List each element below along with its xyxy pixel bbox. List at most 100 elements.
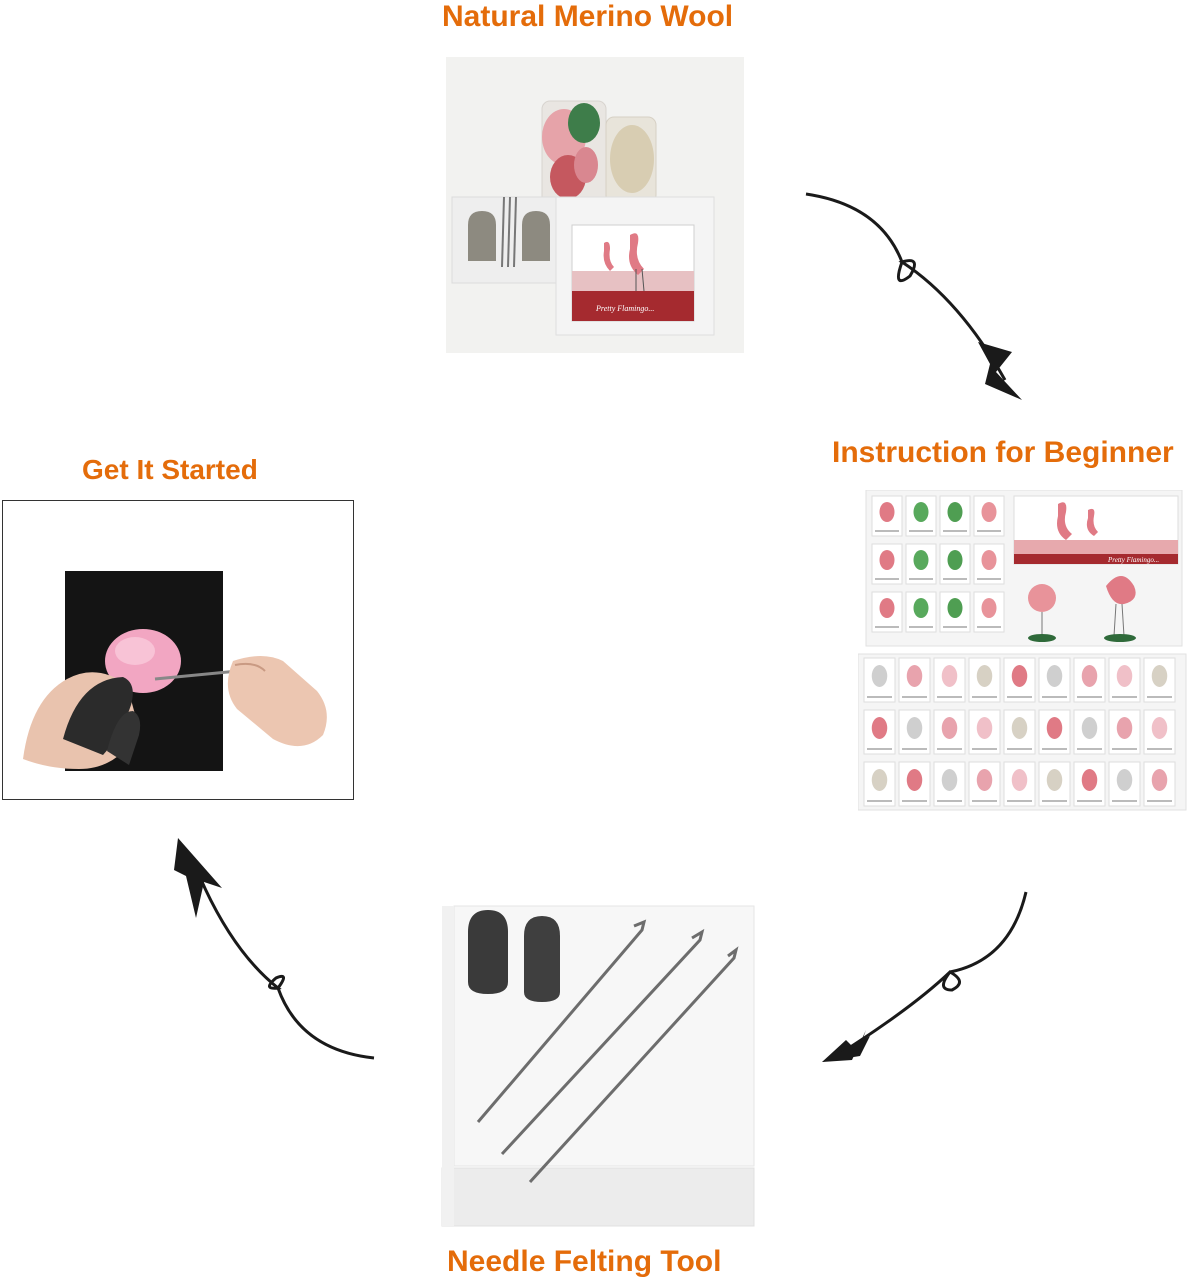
booklet-step-image xyxy=(981,550,997,570)
booklet-step-caption xyxy=(902,696,927,698)
booklet-step-caption xyxy=(1112,696,1137,698)
wool-bag-beige xyxy=(605,116,657,204)
arrow-instruction-to-tool xyxy=(822,891,1028,1062)
wool-kit-photo: Pretty Flamingo... xyxy=(446,57,744,353)
booklet-step-caption xyxy=(937,696,962,698)
booklet-step-image xyxy=(906,717,923,739)
booklet-step-image xyxy=(976,769,993,791)
booklet-step-image xyxy=(1151,769,1168,791)
booklet-step-caption xyxy=(977,530,1001,532)
booklet-step-image xyxy=(941,717,958,739)
arrow-tool-to-start xyxy=(174,838,375,1060)
booklet-step-caption xyxy=(902,748,927,750)
booklet-step-image xyxy=(871,665,888,687)
booklet-step-caption xyxy=(1007,800,1032,802)
booklet-step-image xyxy=(1081,717,1098,739)
get-started-photo xyxy=(2,500,354,800)
felting-tool-photo xyxy=(438,886,758,1230)
booklet-step-caption xyxy=(1077,800,1102,802)
step-label-tool: Needle Felting Tool xyxy=(447,1245,722,1278)
booklet-cover-title: Pretty Flamingo... xyxy=(1107,556,1159,564)
booklet-step-image xyxy=(1151,717,1168,739)
booklet-step-image xyxy=(871,769,888,791)
booklet-step-caption xyxy=(1042,748,1067,750)
booklet-step-image xyxy=(879,598,895,618)
booklet-step-image xyxy=(906,769,923,791)
booklet-step-caption xyxy=(1077,696,1102,698)
booklet-step-image xyxy=(1046,665,1063,687)
booklet-step-caption xyxy=(1042,800,1067,802)
booklet-step-caption xyxy=(937,748,962,750)
booklet-bottom-steps xyxy=(863,657,1176,807)
booklet-step-caption xyxy=(909,626,933,628)
booklet-step-caption xyxy=(943,530,967,532)
booklet-step-image xyxy=(981,598,997,618)
step-label-start: Get It Started xyxy=(82,454,258,485)
booklet-step-image xyxy=(941,769,958,791)
booklet-step-caption xyxy=(1007,696,1032,698)
booklet-step-caption xyxy=(867,696,892,698)
booklet-step-image xyxy=(947,598,963,618)
booklet-step-image xyxy=(947,550,963,570)
booklet-step-image xyxy=(913,502,929,522)
booklet-flamingo-stands xyxy=(1028,576,1136,642)
booklet-step-image xyxy=(1081,665,1098,687)
booklet-step-image xyxy=(941,665,958,687)
booklet-step-image xyxy=(981,502,997,522)
booklet-step-caption xyxy=(1147,696,1172,698)
booklet-step-image xyxy=(976,717,993,739)
booklet-step-caption xyxy=(867,800,892,802)
booklet-step-image xyxy=(1116,769,1133,791)
booklet-step-caption xyxy=(875,626,899,628)
booklet-step-caption xyxy=(1147,800,1172,802)
booklet-step-image xyxy=(871,717,888,739)
booklet-step-image xyxy=(947,502,963,522)
step-label-wool: Natural Merino Wool xyxy=(442,0,734,33)
booklet-step-image xyxy=(879,550,895,570)
arrow-wool-to-instruction xyxy=(805,192,1022,400)
booklet-step-caption xyxy=(1112,800,1137,802)
right-hand xyxy=(227,656,327,747)
booklet-step-caption xyxy=(972,748,997,750)
kit-instruction-card: Pretty Flamingo... xyxy=(555,196,715,336)
booklet-step-image xyxy=(879,502,895,522)
wool-bag-colored xyxy=(541,100,607,212)
booklet-step-caption xyxy=(875,530,899,532)
booklet-step-caption xyxy=(972,800,997,802)
booklet-step-caption xyxy=(937,800,962,802)
booklet-cover: Pretty Flamingo... xyxy=(1013,495,1179,565)
booklet-step-image xyxy=(1011,717,1028,739)
booklet-step-image xyxy=(976,665,993,687)
gloved-hand xyxy=(23,672,141,769)
booklet-step-caption xyxy=(977,626,1001,628)
booklet-step-image xyxy=(1011,769,1028,791)
booklet-step-caption xyxy=(867,748,892,750)
booklet-step-caption xyxy=(1042,696,1067,698)
booklet-step-caption xyxy=(972,696,997,698)
booklet-step-image xyxy=(913,598,929,618)
booklet-step-caption xyxy=(875,578,899,580)
package-card-text: Pretty Flamingo... xyxy=(595,304,654,313)
booklet-step-image xyxy=(1081,769,1098,791)
felting-needles xyxy=(476,919,739,1184)
booklet-step-image xyxy=(1011,665,1028,687)
booklet-step-caption xyxy=(909,578,933,580)
booklet-step-image xyxy=(1116,665,1133,687)
booklet-step-caption xyxy=(943,578,967,580)
finger-protector-left xyxy=(468,910,508,994)
booklet-step-caption xyxy=(1147,748,1172,750)
booklet-step-caption xyxy=(977,578,1001,580)
tools-bag xyxy=(451,196,571,284)
booklet-step-caption xyxy=(909,530,933,532)
booklet-step-image xyxy=(913,550,929,570)
booklet-step-image xyxy=(906,665,923,687)
booklet-step-image xyxy=(1116,717,1133,739)
instruction-booklet-photo: Pretty Flamingo... xyxy=(858,490,1188,812)
booklet-top-steps xyxy=(871,495,1005,633)
booklet-step-caption xyxy=(1112,748,1137,750)
booklet-step-image xyxy=(1151,665,1168,687)
booklet-step-caption xyxy=(943,626,967,628)
booklet-step-caption xyxy=(1077,748,1102,750)
booklet-step-caption xyxy=(902,800,927,802)
